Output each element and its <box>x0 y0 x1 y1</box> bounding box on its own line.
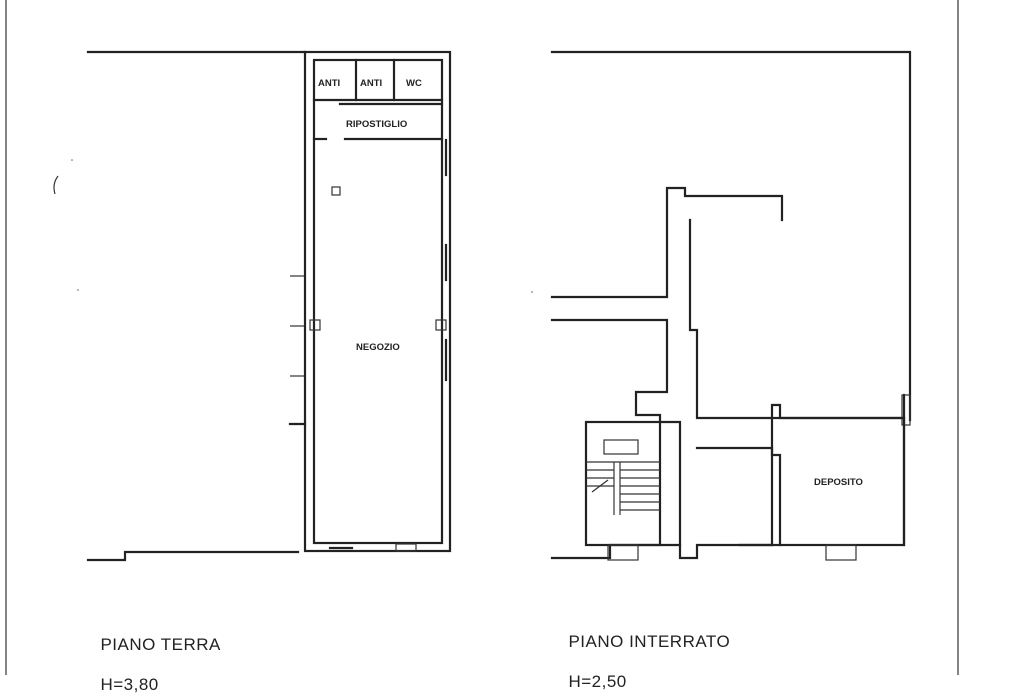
caption-ground-floor-height: H=3,80 <box>100 675 159 694</box>
gf-pillar-left <box>309 319 321 331</box>
caption-ground-floor-name: PIANO TERRA <box>100 635 221 654</box>
scan-marks <box>53 159 533 293</box>
bs-corridor-right <box>688 218 906 420</box>
shop-outer-wall <box>303 50 452 553</box>
caption-ground-floor: PIANO TERRA H=3,80 <box>90 615 221 695</box>
bs-stair-landing <box>603 439 639 455</box>
bs-bottom-boundary <box>550 543 774 560</box>
bs-light-well-left <box>607 544 639 561</box>
room-label-anti-2: ANTI <box>360 78 382 89</box>
room-label-anti-1: ANTI <box>318 78 340 89</box>
bs-middle-wall <box>658 420 682 547</box>
caption-basement-name: PIANO INTERRATO <box>568 632 731 651</box>
gf-entrance <box>395 543 417 552</box>
room-label-ripostiglio: RIPOSTIGLIO <box>346 119 407 130</box>
ground-floor-plan: ANTI ANTI WC RIPOSTIGLIO NEGOZIO <box>86 50 452 562</box>
caption-basement: PIANO INTERRATO H=2,50 <box>558 612 730 692</box>
bs-corridor-left <box>550 318 669 424</box>
room-label-negozio: NEGOZIO <box>356 342 400 353</box>
gf-pillar-right <box>435 319 447 331</box>
bs-room-wall <box>695 446 782 547</box>
bs-top-boundary <box>550 50 912 422</box>
bs-light-well-right <box>825 544 857 561</box>
bs-stair-steps <box>586 461 660 515</box>
gf-column <box>331 186 341 196</box>
gf-bottom-boundary <box>86 550 300 562</box>
floor-plan-drawing: ANTI ANTI WC RIPOSTIGLIO NEGOZIO <box>5 0 959 675</box>
basement-plan: DEPOSITO <box>550 50 912 561</box>
shop-inner-wall <box>312 58 444 545</box>
bs-corridor-top <box>550 186 784 299</box>
room-label-wc: WC <box>406 78 422 89</box>
bs-right-column <box>901 394 911 426</box>
room-label-deposito: DEPOSITO <box>814 477 863 488</box>
